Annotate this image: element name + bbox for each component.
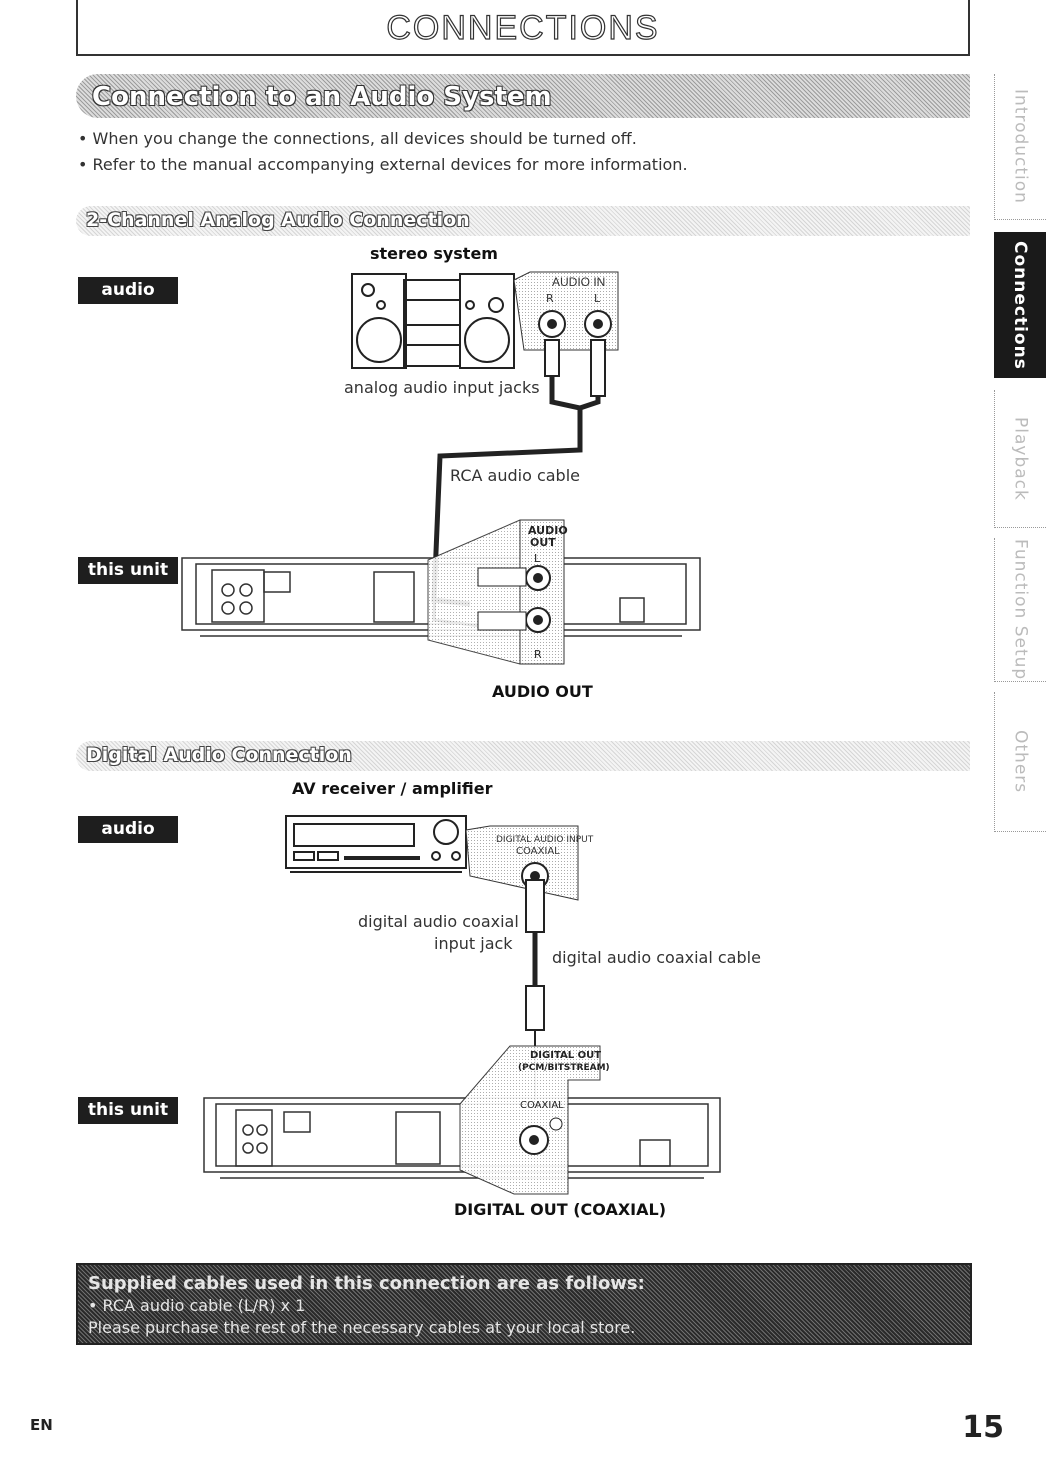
digital-out-panel-label: (PCM/BITSTREAM) — [518, 1063, 610, 1073]
this-unit-tag: this unit — [78, 557, 178, 584]
tab-label: Introduction — [1010, 89, 1031, 204]
tab-function-setup[interactable]: Function Setup — [994, 538, 1046, 682]
tab-label: Function Setup — [1010, 538, 1031, 681]
this-unit-tag: this unit — [78, 1097, 178, 1124]
tab-others[interactable]: Others — [994, 692, 1046, 832]
supplied-item: • RCA audio cable (L/R) x 1 — [88, 1296, 306, 1315]
page-number: 15 — [962, 1410, 1004, 1445]
audio-in-panel — [513, 271, 619, 351]
section-title: Connection to an Audio System — [92, 82, 552, 112]
av-receiver-illustration — [285, 815, 467, 873]
section-bar: Connection to an Audio System — [76, 74, 970, 118]
tab-label: Connections — [1010, 240, 1030, 370]
digital-section-title: Digital Audio Connection — [86, 744, 352, 766]
audio-out-r: R — [534, 648, 542, 661]
notes: • When you change the connections, all d… — [78, 126, 688, 178]
digital-out-caption: DIGITAL OUT (COAXIAL) — [454, 1200, 667, 1219]
digital-out-panel-label: DIGITAL OUT — [530, 1050, 601, 1061]
av-receiver-label: AV receiver / amplifier — [292, 779, 493, 798]
analog-section-bar: 2-Channel Analog Audio Connection — [76, 206, 970, 236]
page-language: EN — [30, 1416, 53, 1434]
rca-cable-label: RCA audio cable — [450, 466, 580, 485]
page-header: CONNECTIONS — [76, 0, 970, 56]
tab-label: Playback — [1010, 416, 1031, 501]
audio-out-panel-label: OUT — [530, 536, 556, 549]
tab-playback[interactable]: Playback — [994, 390, 1046, 528]
tab-connections[interactable]: Connections — [994, 232, 1046, 378]
supplied-heading: Supplied cables used in this connection … — [88, 1273, 645, 1294]
stereo-system-illustration — [351, 273, 515, 369]
tab-label: Others — [1010, 729, 1031, 794]
audio-out-panel — [427, 519, 565, 665]
tab-introduction[interactable]: Introduction — [994, 74, 1046, 220]
this-unit-illustration — [203, 1097, 721, 1179]
digital-section-bar: Digital Audio Connection — [76, 741, 970, 771]
coaxial-label: COAXIAL — [520, 1100, 564, 1111]
supplied-cables-box: Supplied cables used in this connection … — [76, 1263, 972, 1345]
audio-out-panel-label: AUDIO — [528, 524, 568, 537]
analog-jacks-label: analog audio input jacks — [344, 378, 540, 397]
audio-in-r: R — [546, 292, 554, 305]
digital-input-label: COAXIAL — [516, 846, 560, 857]
stereo-system-label: stereo system — [370, 244, 498, 263]
audio-tag: audio — [78, 816, 178, 843]
page-title: CONNECTIONS — [386, 8, 660, 47]
audio-out-caption: AUDIO OUT — [492, 682, 593, 701]
digital-jack-label: input jack — [434, 934, 513, 953]
note-item: • Refer to the manual accompanying exter… — [78, 155, 688, 174]
audio-in-l: L — [594, 292, 601, 305]
digital-jack-label: digital audio coaxial — [358, 912, 519, 931]
supplied-note: Please purchase the rest of the necessar… — [88, 1318, 636, 1337]
audio-in-label: AUDIO IN — [552, 275, 605, 289]
digital-input-label: DIGITAL AUDIO INPUT — [496, 835, 594, 845]
note-item: • When you change the connections, all d… — [78, 129, 637, 148]
coaxial-cable-label: digital audio coaxial cable — [552, 948, 761, 967]
audio-tag: audio — [78, 277, 178, 304]
audio-out-l: L — [534, 552, 541, 565]
digital-out-panel — [459, 1045, 601, 1195]
analog-section-title: 2-Channel Analog Audio Connection — [86, 209, 470, 231]
